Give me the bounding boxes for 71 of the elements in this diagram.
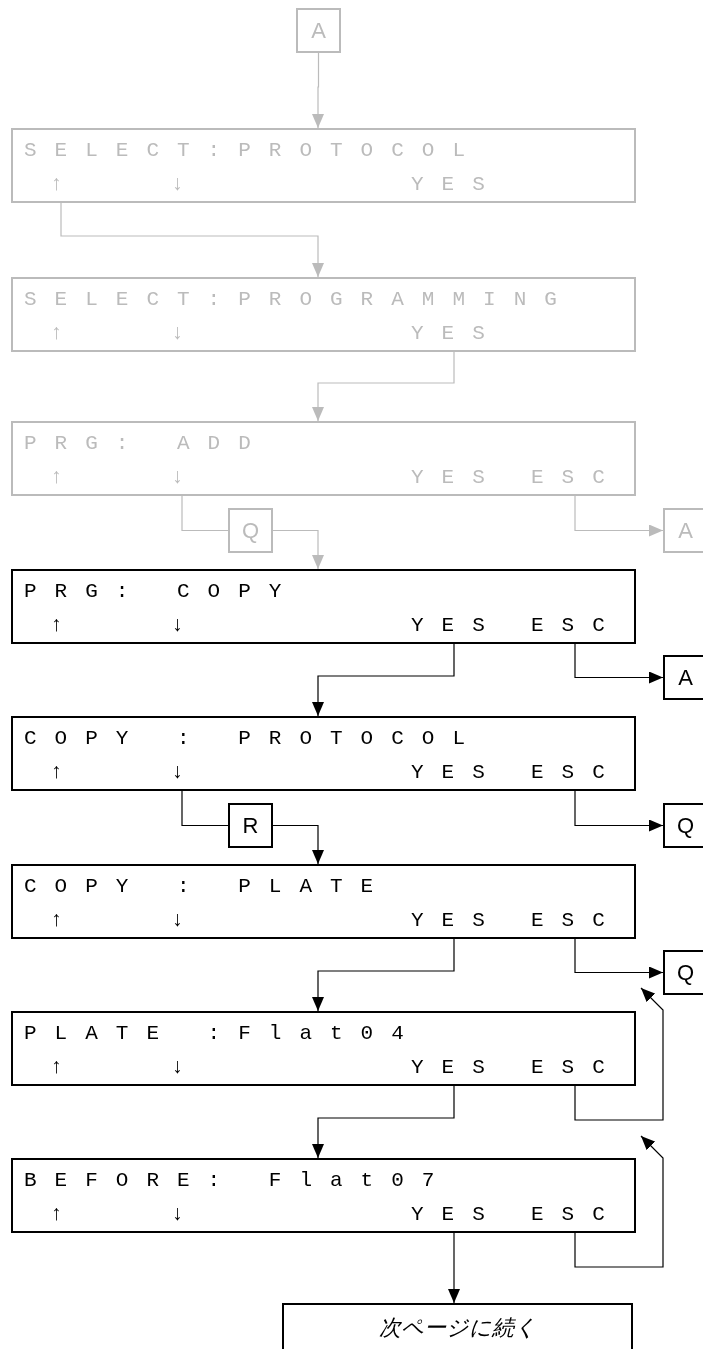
key-label: ↑ bbox=[50, 173, 81, 197]
key-label: YES bbox=[411, 614, 503, 638]
key-label: ↓ bbox=[171, 322, 202, 346]
key-label: YES bbox=[411, 909, 503, 933]
arrow bbox=[574, 790, 664, 832]
key-label: ESC bbox=[531, 909, 623, 933]
key-label: ↓ bbox=[171, 1203, 202, 1227]
key-label: ↑ bbox=[50, 1203, 81, 1227]
arrow bbox=[312, 52, 324, 129]
connector-line bbox=[181, 495, 229, 532]
arrow bbox=[574, 938, 664, 979]
display-text: PRG: COPY bbox=[24, 580, 300, 604]
display-box bbox=[11, 864, 636, 939]
key-label: ↑ bbox=[50, 909, 81, 933]
key-label: YES bbox=[411, 761, 503, 785]
display-box bbox=[11, 716, 636, 791]
arrow bbox=[312, 351, 455, 422]
arrow bbox=[272, 529, 324, 570]
arrow bbox=[448, 1232, 460, 1304]
connector-line bbox=[181, 790, 229, 827]
key-label: ↑ bbox=[50, 614, 81, 638]
arrow bbox=[272, 824, 324, 865]
display-text: SELECT:PROTOCOL bbox=[24, 139, 484, 163]
display-box bbox=[11, 421, 636, 496]
key-label: ESC bbox=[531, 614, 623, 638]
key-label: ↓ bbox=[171, 909, 202, 933]
continue-text: 次ページに続く bbox=[377, 1314, 538, 1342]
key-label: ESC bbox=[531, 466, 623, 490]
connector-box: R bbox=[228, 803, 273, 848]
display-box bbox=[11, 128, 636, 203]
key-label: YES bbox=[411, 173, 503, 197]
connector-box: A bbox=[663, 655, 703, 700]
key-label: ↑ bbox=[50, 322, 81, 346]
key-label: ESC bbox=[531, 761, 623, 785]
key-label: ESC bbox=[531, 1203, 623, 1227]
display-text: PRG: ADD bbox=[24, 432, 269, 456]
connector-box: A bbox=[663, 508, 703, 553]
display-box bbox=[11, 1158, 636, 1233]
key-label: ↑ bbox=[50, 1056, 81, 1080]
key-label: YES bbox=[411, 322, 503, 346]
display-text: PLATE :Flat04 bbox=[24, 1022, 422, 1046]
key-label: YES bbox=[411, 466, 503, 490]
key-label: YES bbox=[411, 1203, 503, 1227]
key-label: ↓ bbox=[171, 466, 202, 490]
display-box bbox=[11, 569, 636, 644]
arrow bbox=[574, 987, 664, 1121]
display-text: BEFORE: Flat07 bbox=[24, 1169, 453, 1193]
key-label: ↓ bbox=[171, 614, 202, 638]
arrow bbox=[312, 1085, 455, 1159]
display-text: SELECT:PROGRAMMING bbox=[24, 288, 575, 312]
connector-box: A bbox=[296, 8, 341, 53]
key-label: ↓ bbox=[171, 1056, 202, 1080]
display-box bbox=[11, 277, 636, 352]
display-box bbox=[11, 1011, 636, 1086]
arrow bbox=[574, 643, 664, 684]
display-text: COPY : PROTOCOL bbox=[24, 727, 484, 751]
arrow bbox=[312, 938, 455, 1012]
display-text: COPY : PLATE bbox=[24, 875, 392, 899]
key-label: ↑ bbox=[50, 466, 81, 490]
key-label: ↓ bbox=[171, 761, 202, 785]
key-label: ↑ bbox=[50, 761, 81, 785]
connector-box: Q bbox=[663, 950, 703, 995]
arrow bbox=[574, 1135, 664, 1268]
key-label: ESC bbox=[531, 1056, 623, 1080]
connector-box: Q bbox=[228, 508, 273, 553]
arrow bbox=[60, 202, 324, 278]
key-label: YES bbox=[411, 1056, 503, 1080]
connector-box: Q bbox=[663, 803, 703, 848]
arrow bbox=[312, 643, 455, 717]
key-label: ↓ bbox=[171, 173, 202, 197]
arrow bbox=[574, 495, 664, 537]
